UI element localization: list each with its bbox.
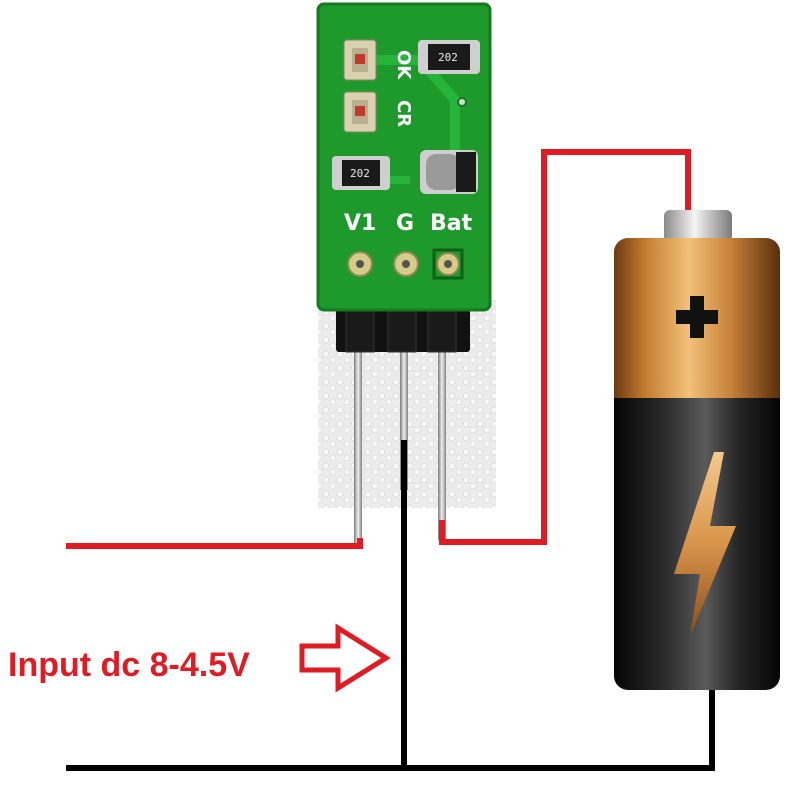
wire-battery-positive	[439, 149, 691, 545]
resistor-left: 202	[332, 156, 390, 190]
pin-label-v1: V1	[344, 211, 376, 236]
pin-label-bat: Bat	[430, 211, 473, 236]
resistor-left-code: 202	[350, 167, 370, 180]
wiring	[66, 149, 715, 771]
diode-component	[420, 150, 478, 194]
wire-input-positive	[66, 538, 363, 549]
pcb-module: OK CR 202 202 V1 G Bat	[316, 2, 492, 312]
lightning-bolt-icon	[674, 452, 736, 636]
battery-terminal-cap	[664, 210, 732, 242]
resistor-top-code: 202	[438, 51, 458, 64]
solder-pads	[347, 248, 464, 280]
wire-ground-bus	[66, 682, 715, 771]
led-label-cr: CR	[393, 100, 414, 127]
led-cr	[343, 91, 377, 133]
battery	[614, 210, 780, 690]
led-label-ok: OK	[393, 50, 414, 80]
pin-label-g: G	[396, 211, 414, 236]
input-voltage-caption: Input dc 8-4.5V	[8, 646, 250, 684]
pin-g-leg	[400, 340, 408, 490]
pin-v1-leg	[354, 340, 362, 548]
arrow-right-icon	[299, 623, 391, 693]
pin-bat-leg	[438, 340, 446, 540]
resistor-top: 202	[418, 40, 480, 74]
plus-icon	[676, 296, 718, 338]
led-ok	[343, 39, 377, 81]
